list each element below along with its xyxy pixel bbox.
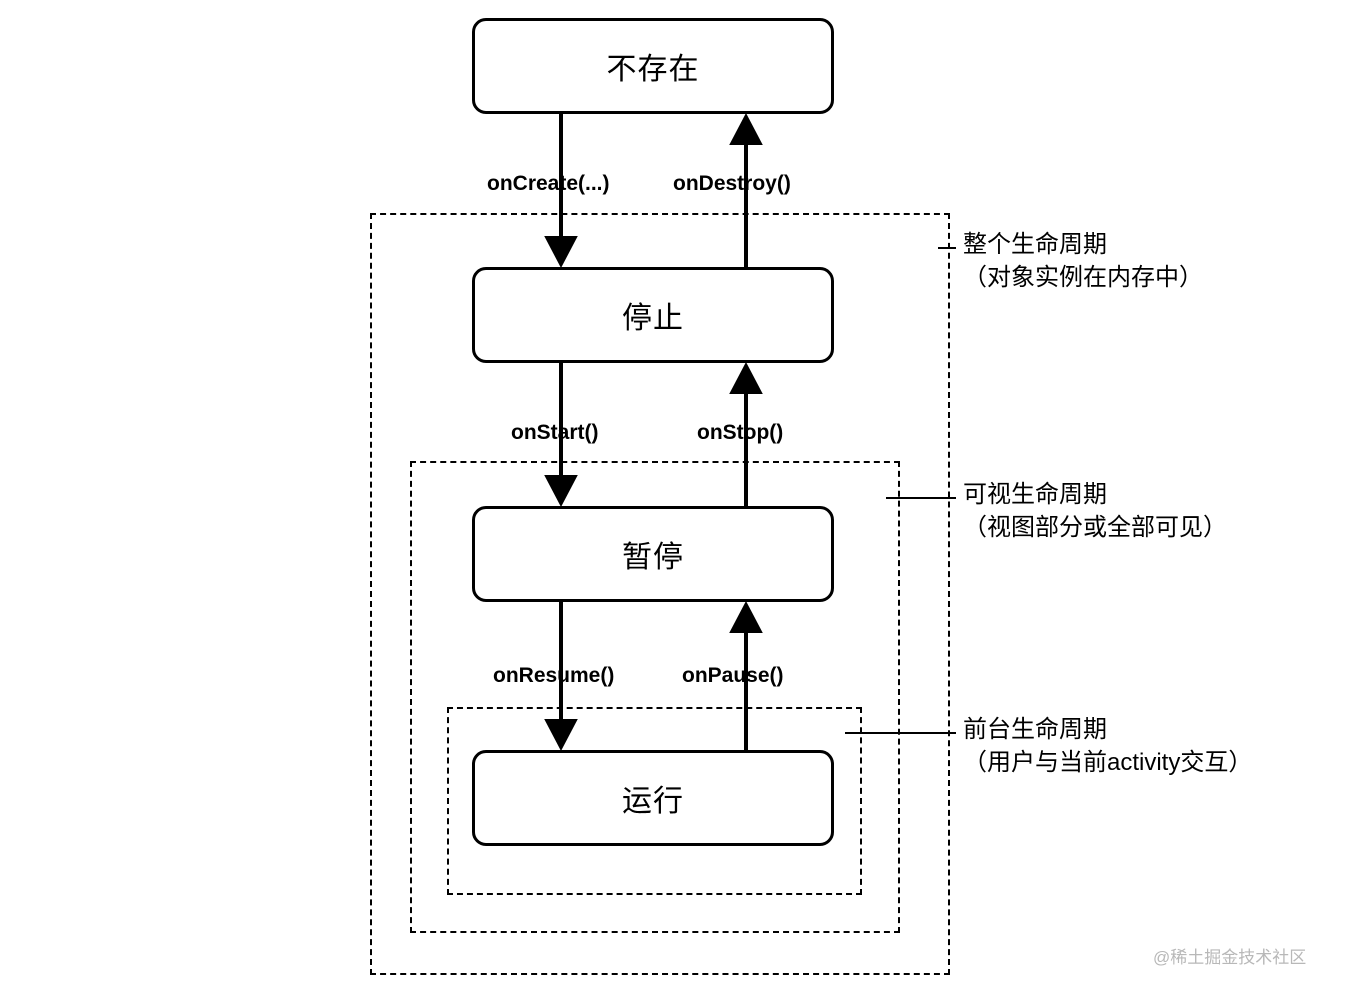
transition-label-oncreate: onCreate(...) xyxy=(487,172,610,195)
note-foreground-lifetime: 前台生命周期 （用户与当前activity交互） xyxy=(963,713,1252,779)
region-visible-lifetime xyxy=(410,461,900,933)
state-label-paused: 暂停 xyxy=(622,541,684,574)
note-entire-lifetime: 整个生命周期 （对象实例在内存中） xyxy=(963,228,1203,294)
watermark-label: @稀土掘金技术社区 xyxy=(1153,948,1307,967)
region-entire-lifetime xyxy=(370,213,950,975)
note-entire-lifetime-title: 整个生命周期 xyxy=(963,231,1107,258)
state-label-nonexistent: 不存在 xyxy=(606,53,700,86)
transition-label-onpause: onPause() xyxy=(682,664,784,687)
state-label-running: 运行 xyxy=(622,785,684,818)
note-foreground-lifetime-sub: （用户与当前activity交互） xyxy=(963,749,1253,777)
state-label-stopped: 停止 xyxy=(622,302,684,335)
transition-label-onresume: onResume() xyxy=(493,664,615,687)
transition-label-onstop: onStop() xyxy=(697,421,784,444)
note-visible-lifetime-sub: （视图部分或全部可见） xyxy=(963,514,1227,542)
transition-label-onstart: onStart() xyxy=(511,421,599,444)
state-box-stopped[interactable]: 停止 xyxy=(472,267,834,363)
state-box-nonexistent[interactable]: 不存在 xyxy=(472,18,834,114)
state-box-paused[interactable]: 暂停 xyxy=(472,506,834,602)
note-foreground-lifetime-title: 前台生命周期 xyxy=(963,716,1107,743)
note-visible-lifetime-title: 可视生命周期 xyxy=(963,481,1107,508)
note-visible-lifetime: 可视生命周期 （视图部分或全部可见） xyxy=(963,478,1227,544)
transition-label-ondestroy: onDestroy() xyxy=(673,172,791,195)
state-box-running[interactable]: 运行 xyxy=(472,750,834,846)
note-entire-lifetime-sub: （对象实例在内存中） xyxy=(963,264,1203,292)
region-foreground-lifetime xyxy=(447,707,862,895)
